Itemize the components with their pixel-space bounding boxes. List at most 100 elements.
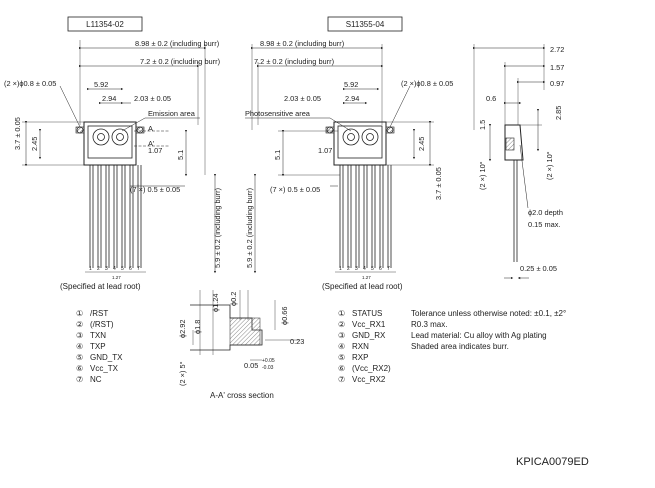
right-pin-num: ④ xyxy=(338,342,345,351)
left-model-label: L11354-02 xyxy=(86,20,124,29)
left-lead-number: 5 xyxy=(121,266,124,272)
right-dim-hole: (2 ×)ϕ0.8 ± 0.05 xyxy=(401,79,453,88)
xs-d2: ϕ0.2 xyxy=(229,292,238,306)
right-pin-num: ⑤ xyxy=(338,353,345,362)
right-pin-name: GND_RX xyxy=(352,331,386,340)
left-dim-lead-len: 5.9 ± 0.2 (including burr) xyxy=(213,188,222,268)
xs-angle: (2 ×) 5° xyxy=(178,361,187,386)
left-lead-numbers: 1 2 3 4 5 6 7 xyxy=(89,266,140,272)
side-angle-right: (2 ×) 10° xyxy=(545,151,554,180)
left-dim-pitch-total: 5.92 xyxy=(94,80,108,89)
right-pin-name: (Vcc_RX2) xyxy=(352,364,391,373)
right-dim-lead-pitch: (7 ×) 0.5 ± 0.05 xyxy=(270,185,320,194)
right-lead-number: 4 xyxy=(363,266,366,272)
left-dim-inner: 1.07 xyxy=(148,146,162,155)
left-pin-num: ③ xyxy=(76,331,83,340)
note-line: R0.3 max. xyxy=(411,320,447,329)
right-dim-height-small: 2.45 xyxy=(417,137,426,151)
right-lead-number: 6 xyxy=(379,266,382,272)
left-pin-num: ① xyxy=(76,309,83,318)
left-dim-offset: 2.03 ± 0.05 xyxy=(134,94,171,103)
right-dim-height-total: 3.7 ± 0.05 xyxy=(434,167,443,200)
left-pin-name: Vcc_TX xyxy=(90,364,119,373)
right-pin-num: ③ xyxy=(338,331,345,340)
left-section-b: A' xyxy=(148,139,155,148)
left-lead-number: 1 xyxy=(89,266,92,272)
left-dim-body-h: 5.1 xyxy=(176,150,185,160)
side-dim-w1: 2.72 xyxy=(550,45,564,54)
note-line: Lead material: Cu alloy with Ag plating xyxy=(411,331,547,340)
right-lead-number: 5 xyxy=(371,266,374,272)
side-dim-h2: 2.85 xyxy=(554,106,563,120)
note-line: Tolerance unless otherwise noted: ±0.1, … xyxy=(411,309,566,318)
left-lead-number: 6 xyxy=(129,266,132,272)
left-pin-table: ① /RST ② (/RST) ③ TXN ④ TXP ⑤ GND_TX ⑥ V… xyxy=(76,309,123,384)
left-pin-num: ⑥ xyxy=(76,364,83,373)
left-dim-hole: (2 ×)ϕ0.8 ± 0.05 xyxy=(4,79,56,88)
left-pin-num: ⑦ xyxy=(76,375,83,384)
side-depth: ϕ2.0 depth xyxy=(528,208,563,217)
right-dim-lead-len: 5.9 ± 0.2 (including burr) xyxy=(245,188,254,268)
notes-block: Tolerance unless otherwise noted: ±0.1, … xyxy=(411,309,566,351)
left-area-label: Emission area xyxy=(148,109,196,118)
right-dim-pitch-total: 5.92 xyxy=(344,80,358,89)
right-lead-number: 1 xyxy=(339,266,342,272)
right-pin-table: ① STATUS ② Vcc_RX1 ③ GND_RX ④ RXN ⑤ RXP … xyxy=(338,309,391,384)
left-pin-name: NC xyxy=(90,375,102,384)
right-lead-number: 2 xyxy=(347,266,350,272)
right-pin-name: STATUS xyxy=(352,309,382,318)
left-dim-height-small: 2.45 xyxy=(30,137,39,151)
left-dim-body-width: 7.2 ± 0.2 (including burr) xyxy=(140,57,220,66)
side-lead-thk: 0.25 ± 0.05 xyxy=(520,264,557,273)
xs-d1: ϕ1.24 xyxy=(211,293,220,312)
left-dim-half: 2.94 xyxy=(102,94,116,103)
right-dim-total-width: 8.98 ± 0.2 (including burr) xyxy=(260,39,344,48)
right-dim-inner: 1.07 xyxy=(318,146,332,155)
right-dim-body-h: 5.1 xyxy=(273,150,282,160)
xs-d3: ϕ0.66 xyxy=(280,306,289,325)
right-dim-body-width: 7.2 ± 0.2 (including burr) xyxy=(254,57,334,66)
left-pin-num: ④ xyxy=(76,342,83,351)
right-dim-half: 2.94 xyxy=(345,94,359,103)
right-lead-number: 7 xyxy=(387,266,390,272)
side-dim-w4: 0.6 xyxy=(486,94,496,103)
right-lead-pitch-label: 1.27 xyxy=(362,275,371,280)
xs-d4: ϕ2.92 xyxy=(178,319,187,338)
text-layer: L11354-02 S11355-04 8.98 ± 0.2 (includin… xyxy=(4,20,589,468)
right-model-label: S11355-04 xyxy=(346,20,385,29)
right-dim-offset: 2.03 ± 0.05 xyxy=(284,94,321,103)
left-lead-pitch-label: 1.27 xyxy=(112,275,121,280)
left-model-box xyxy=(67,16,143,32)
left-pin-name: TXN xyxy=(90,331,106,340)
right-pin-name: RXP xyxy=(352,353,368,362)
right-part-view xyxy=(245,16,434,274)
xs-t2: 0.05 xyxy=(244,361,258,370)
left-caption: (Specified at lead root) xyxy=(60,282,141,291)
left-pin-name: (/RST) xyxy=(90,320,114,329)
note-line: Shaded area indicates burr. xyxy=(411,342,509,351)
side-dim-h1: 1.5 xyxy=(478,120,487,130)
left-pin-num: ⑤ xyxy=(76,353,83,362)
side-dim-w3: 0.97 xyxy=(550,79,564,88)
left-lead-number: 4 xyxy=(113,266,116,272)
left-dim-total-width: 8.98 ± 0.2 (including burr) xyxy=(135,39,219,48)
right-pin-num: ⑦ xyxy=(338,375,345,384)
right-lead-numbers: 1 2 3 4 5 6 7 xyxy=(339,266,390,272)
left-dim-lead-pitch: (7 ×) 0.5 ± 0.05 xyxy=(130,185,180,194)
left-lead-number: 3 xyxy=(105,266,108,272)
left-part-view xyxy=(22,16,217,274)
xs-t1: 0.23 xyxy=(290,337,304,346)
side-depth-max: 0.15 max. xyxy=(528,220,560,229)
xs-tol-up: +0.05 xyxy=(262,358,275,364)
right-caption: (Specified at lead root) xyxy=(322,282,403,291)
left-lead-number: 2 xyxy=(97,266,100,272)
doc-code: KPICA0079ED xyxy=(516,456,589,468)
cross-section-view xyxy=(190,290,300,361)
side-angle-left: (2 ×) 10° xyxy=(478,161,487,190)
left-pin-name: GND_TX xyxy=(90,353,123,362)
right-pin-name: Vcc_RX1 xyxy=(352,320,386,329)
side-dim-w2: 1.57 xyxy=(550,63,564,72)
right-pin-num: ② xyxy=(338,320,345,329)
xs-d5: ϕ1.8 xyxy=(193,320,202,334)
